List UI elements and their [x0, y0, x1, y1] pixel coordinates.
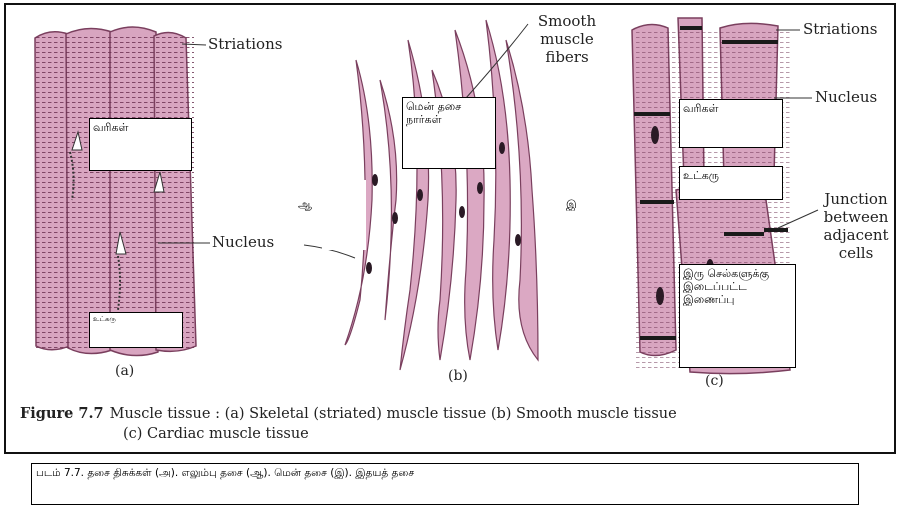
label-nucleus-c: Nucleus [815, 88, 877, 106]
label-junction: Junction between adjacent cells [816, 190, 896, 262]
overlay-box-a-striations: வரிகள் [89, 118, 192, 171]
label-smooth-muscle-fibers: Smooth muscle fibers [528, 12, 606, 66]
blank-patch [322, 180, 366, 250]
subfigure-label-c: (c) [705, 373, 724, 389]
overlay-box-c-nucleus: உட்கரு [679, 166, 783, 200]
label-junction-line4: cells [816, 244, 896, 262]
label-smooth-line1: Smooth [528, 12, 606, 30]
overlay-box-a-nucleus: உட்கரு [89, 312, 183, 348]
label-junction-line2: between [816, 208, 896, 226]
caption-line2: (c) Cardiac muscle tissue [20, 424, 880, 444]
skeletal-muscle-fibers [35, 27, 210, 356]
tamil-caption-box: படம் 7.7. தசை திசுக்கள் (அ). எலும்பு தசை… [31, 463, 859, 505]
figure-caption: Figure 7.7 Muscle tissue : (a) Skeletal (… [20, 404, 880, 444]
label-junction-line1: Junction [816, 190, 896, 208]
tamil-marker-i: இ [566, 198, 577, 213]
caption-number: Figure 7.7 [20, 405, 104, 422]
label-smooth-line2: muscle [528, 30, 606, 48]
label-striations-a: Striations [208, 35, 282, 53]
label-nucleus-a: Nucleus [212, 233, 274, 251]
overlay-box-c-striations: வரிகள் [679, 99, 783, 148]
overlay-box-c-junction: இரு செல்களுக்கு இடைப்பட்ட இணைப்பு [679, 264, 796, 368]
caption-line1: Muscle tissue : (a) Skeletal (striated) … [110, 406, 677, 422]
label-striations-c: Striations [803, 20, 877, 38]
tamil-marker-aa: ஆ [298, 198, 312, 213]
overlay-box-b-smooth-fibers: மென் தசை நார்கள் [402, 97, 496, 169]
label-junction-line3: adjacent [816, 226, 896, 244]
label-smooth-line3: fibers [528, 48, 606, 66]
subfigure-label-b: (b) [448, 368, 468, 384]
subfigure-label-a: (a) [115, 363, 134, 379]
